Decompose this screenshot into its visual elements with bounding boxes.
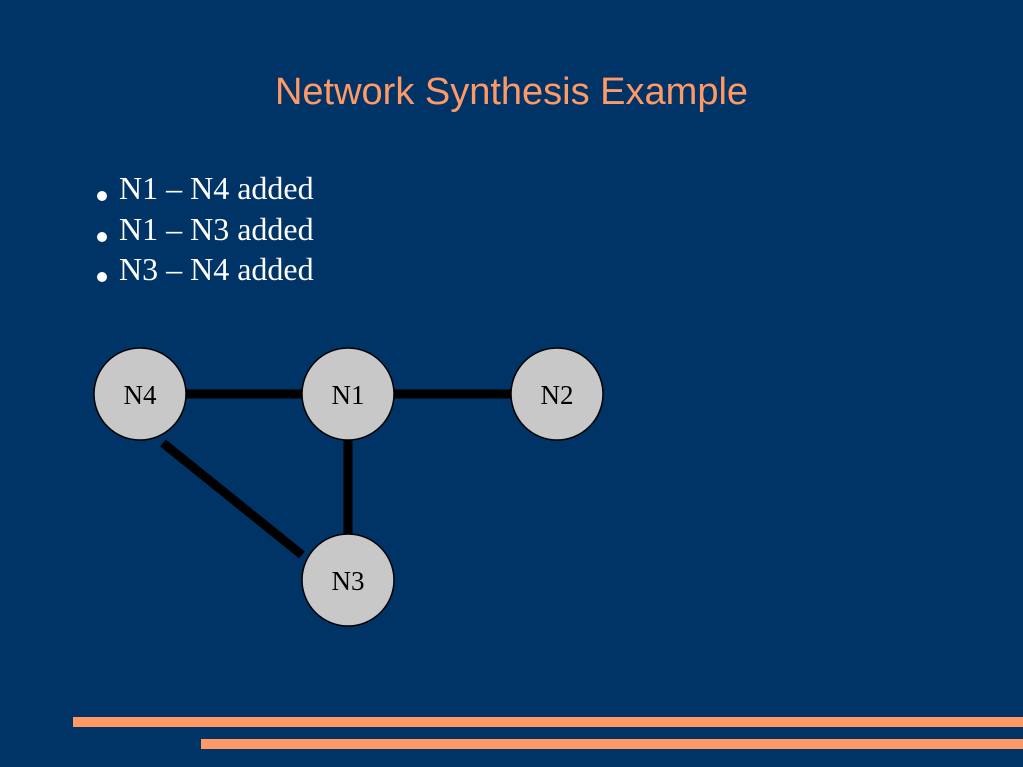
bullet-text: N1 – N4 added: [119, 170, 314, 206]
bullet-dot-icon: [97, 272, 107, 282]
bullet-dot-icon: [97, 191, 107, 201]
bullet-item: N1 – N3 added: [97, 209, 314, 250]
node-n3: N3: [301, 533, 395, 627]
bullet-dot-icon: [97, 231, 107, 242]
node-label: N4: [124, 380, 157, 410]
bullet-text: N1 – N3 added: [119, 210, 314, 247]
node-n1: N1: [301, 347, 395, 441]
decorative-rule-bottom: [201, 739, 1023, 749]
bullet-item: N3 – N4 added: [97, 249, 314, 290]
edge-n4-n3: [160, 439, 305, 559]
slide-title: Network Synthesis Example: [274, 71, 749, 113]
bullet-item: N1 – N4 added: [97, 168, 314, 209]
bullet-text: N3 – N4 added: [119, 251, 314, 287]
node-label: N1: [332, 380, 365, 410]
node-label: N2: [541, 380, 574, 410]
node-n2: N2: [510, 347, 604, 441]
decorative-rule-top: [73, 717, 1023, 727]
node-label: N3: [332, 566, 365, 596]
node-n4: N4: [93, 347, 187, 441]
bullet-list: N1 – N4 added N1 – N3 added N3 – N4 adde…: [97, 168, 314, 290]
